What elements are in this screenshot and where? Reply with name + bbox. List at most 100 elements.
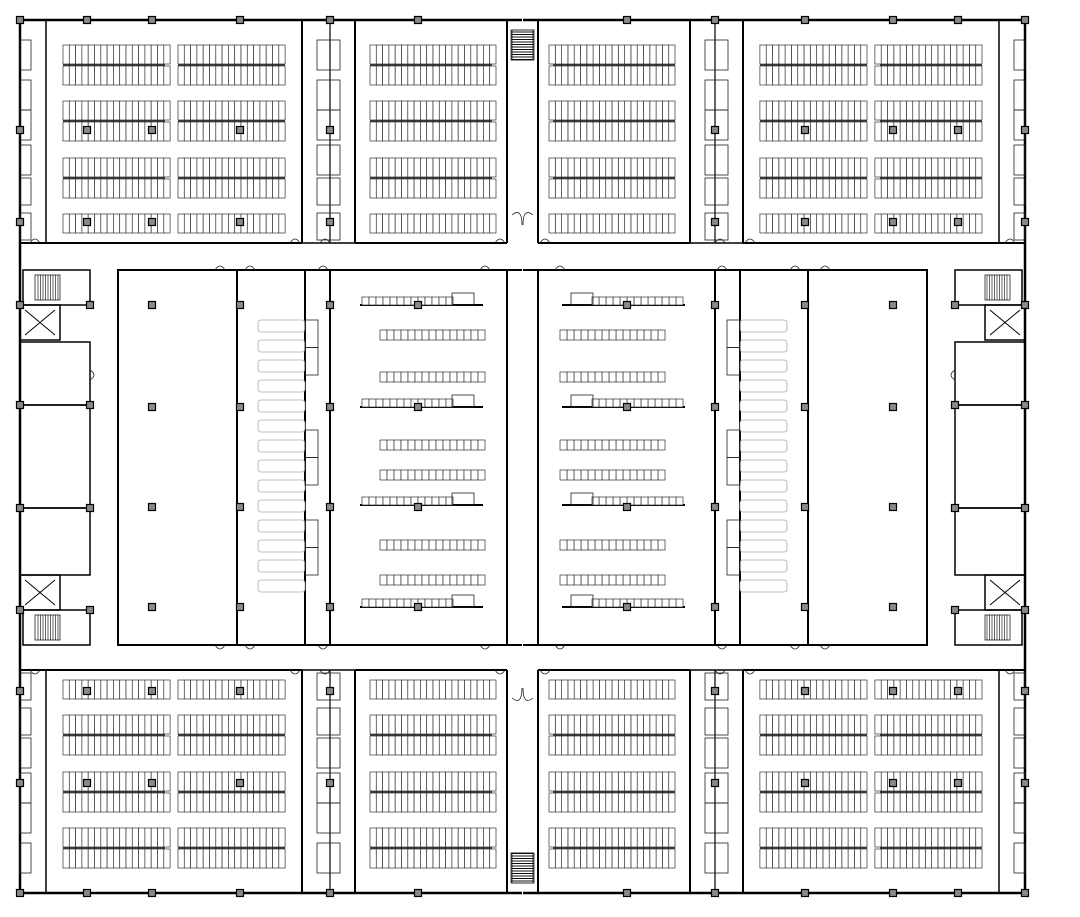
parking-stall (630, 792, 638, 813)
parking-stall (163, 848, 171, 869)
parking-stall (62, 792, 70, 813)
parking-stall (209, 735, 217, 756)
column (950, 400, 960, 410)
rack-bay (580, 574, 589, 586)
parking-stall (630, 178, 638, 199)
parking-stall (62, 771, 70, 792)
parking-stall (828, 792, 836, 813)
parking-stall (131, 178, 139, 199)
parking-stall (407, 735, 415, 756)
parking-stall (451, 827, 459, 848)
parking-stall (906, 121, 914, 142)
parking-stall (605, 771, 613, 792)
parking-stall (420, 792, 428, 813)
parking-stall (573, 827, 581, 848)
parking-stall (202, 100, 210, 121)
parking-stall (451, 679, 459, 700)
parking-stall (183, 735, 191, 756)
parking-stall (259, 771, 267, 792)
parking-stall (630, 121, 638, 142)
parking-stall (636, 714, 644, 735)
parking-stall (246, 178, 254, 199)
parking-stall (94, 213, 102, 234)
parking-stall (765, 65, 773, 86)
rack-bay (598, 296, 607, 306)
parking-stall (611, 44, 619, 65)
parking-stall (822, 792, 830, 813)
parking-stall (962, 848, 970, 869)
parking-stall (125, 679, 133, 700)
parking-stall (655, 735, 663, 756)
rack-bay (414, 469, 423, 481)
parking-stall (445, 178, 453, 199)
parking-stall (835, 157, 843, 178)
parking-stall (138, 714, 146, 735)
parking-stall (144, 100, 152, 121)
parking-stall (803, 178, 811, 199)
parking-stall (369, 65, 377, 86)
rack-bay (421, 469, 430, 481)
parking-stall (131, 157, 139, 178)
parking-stall (554, 213, 562, 234)
column (1020, 400, 1030, 410)
parking-stall (401, 100, 409, 121)
rack-bay (375, 496, 384, 506)
parking-stall (401, 65, 409, 86)
parked-car (257, 319, 306, 333)
parking-stall (759, 213, 767, 234)
parking-stall (937, 178, 945, 199)
parking-stall (62, 679, 70, 700)
parking-stall (636, 213, 644, 234)
column (235, 888, 245, 898)
parking-stall (438, 848, 446, 869)
parking-stall (586, 213, 594, 234)
parking-stall (106, 679, 114, 700)
parking-stall (202, 121, 210, 142)
parking-stall (157, 848, 165, 869)
parking-stall (918, 714, 926, 735)
rack-bay (594, 439, 603, 451)
parking-stall (157, 771, 165, 792)
parking-stall (234, 848, 242, 869)
parking-stall (375, 679, 383, 700)
parking-stall (272, 65, 280, 86)
parking-stall (797, 792, 805, 813)
storage-box (19, 39, 32, 71)
parking-stall (483, 848, 491, 869)
rack-bay (379, 539, 388, 551)
parking-stall (131, 827, 139, 848)
parking-stall (617, 157, 625, 178)
parking-stall (841, 178, 849, 199)
parking-stall (975, 771, 983, 792)
parking-stall (835, 100, 843, 121)
rack-bay (668, 496, 677, 506)
parking-stall (643, 178, 651, 199)
parking-stall (215, 100, 223, 121)
parking-stall (131, 735, 139, 756)
parking-stall (605, 157, 613, 178)
parking-stall (611, 848, 619, 869)
rack-bay (421, 329, 430, 341)
parking-stall (924, 100, 932, 121)
parking-stall (918, 44, 926, 65)
parking-stall (177, 771, 185, 792)
rack-bay (657, 439, 666, 451)
parking-stall (432, 771, 440, 792)
parking-stall (94, 65, 102, 86)
parking-stall (196, 157, 204, 178)
parking-stall (969, 848, 977, 869)
storage-box (1013, 79, 1026, 111)
parking-stall (246, 792, 254, 813)
parked-car (257, 499, 306, 513)
parking-stall (841, 771, 849, 792)
parking-stall (924, 735, 932, 756)
parking-stall (113, 157, 121, 178)
parking-stall (163, 44, 171, 65)
parking-stall (931, 714, 939, 735)
rack-bay (400, 574, 409, 586)
parking-stall (272, 771, 280, 792)
parking-stall (554, 178, 562, 199)
parking-stall (630, 65, 638, 86)
parking-stall (617, 792, 625, 813)
storage-box (316, 802, 341, 834)
